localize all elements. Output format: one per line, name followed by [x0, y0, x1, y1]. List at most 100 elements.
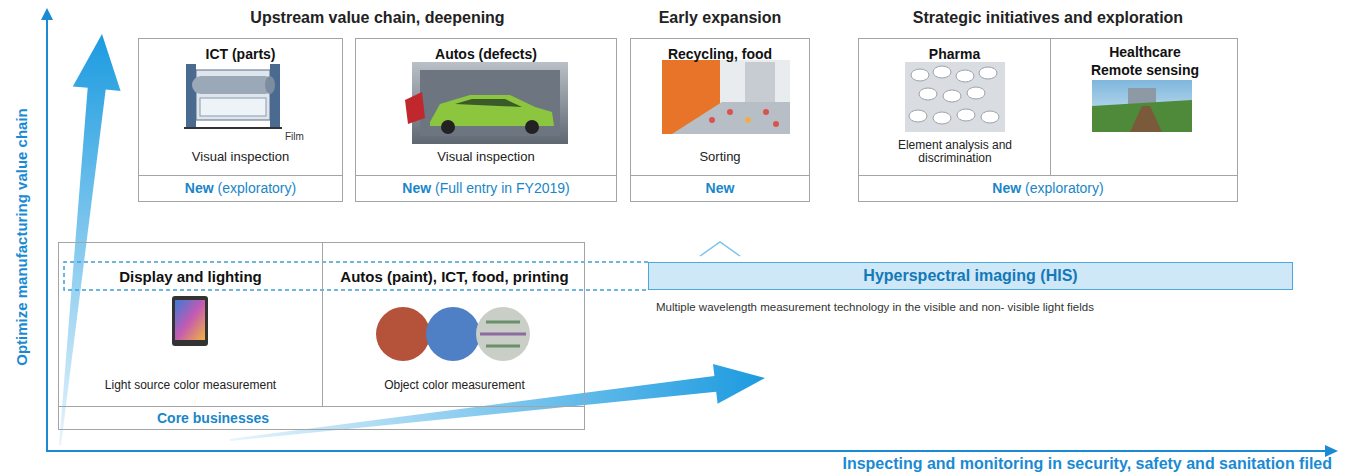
item	[745, 117, 751, 123]
status-tag: New	[706, 180, 735, 197]
booth	[412, 62, 568, 144]
path	[1130, 106, 1162, 132]
pill	[933, 66, 951, 78]
item	[763, 109, 769, 115]
pill	[979, 67, 997, 79]
box-title: ICT (parts)	[206, 46, 276, 63]
box-caption: Object color measurement	[384, 378, 525, 392]
box-caption: Element analysis and discrimination	[875, 139, 1035, 165]
film-machine	[184, 64, 282, 128]
car-booth	[405, 62, 568, 144]
item	[773, 121, 779, 127]
box-title: Healthcare	[1109, 44, 1181, 61]
section-heading: Early expansion	[630, 8, 810, 27]
box-title: Recycling, food	[668, 46, 772, 63]
machine-post	[270, 64, 280, 128]
pellet-sample	[426, 307, 480, 361]
section-heading: Upstream value chain, deepening	[138, 8, 617, 27]
pill	[943, 90, 961, 102]
print-stripe	[486, 345, 520, 348]
box-title: Pharma	[929, 46, 980, 63]
axis-label: Optimize manufacturing value chain	[13, 37, 31, 437]
color-samples	[376, 307, 530, 361]
application-box: New(exploratory) ICT (parts) FilmVisual in…	[138, 38, 343, 202]
box-title: Display and lighting	[119, 268, 262, 286]
film-roll	[192, 76, 274, 94]
pill	[956, 70, 974, 82]
field	[1092, 100, 1192, 132]
item	[709, 117, 715, 123]
print-stripe	[486, 321, 520, 324]
x-axis	[46, 450, 1326, 452]
box-caption: Visual inspection	[437, 149, 534, 165]
application-cell: HealthcareRemote sensing	[1051, 39, 1239, 175]
box-caption: Sorting	[699, 149, 740, 165]
pill	[909, 110, 927, 122]
machine-post	[186, 64, 196, 128]
footer-strip: New(Full entry in FY2019)	[356, 175, 616, 201]
sorter-head	[745, 62, 775, 102]
caret-mark	[700, 242, 740, 256]
status-tag: New	[185, 180, 214, 197]
conveyor	[672, 102, 790, 134]
box-caption: Visual inspection	[192, 149, 289, 165]
box-title: Remote sensing	[1091, 62, 1199, 79]
tablet	[172, 296, 208, 346]
car-wheel	[525, 120, 539, 134]
box-title: Autos (paint), ICT, food, printing	[340, 268, 568, 286]
footer-strip: New(exploratory)	[139, 175, 342, 201]
car-window	[455, 99, 522, 107]
pill	[981, 111, 999, 123]
pill	[919, 88, 937, 100]
status-tag: New	[402, 180, 431, 197]
footer-strip: New(exploratory)	[859, 175, 1237, 201]
y-axis	[46, 19, 48, 452]
application-group-box: New(exploratory)PharmaElement analysis a…	[858, 38, 1238, 202]
y-axis-head	[41, 8, 53, 20]
pill	[911, 69, 929, 81]
paint-sample	[376, 307, 430, 361]
box-title: Autos (defects)	[435, 46, 537, 63]
band-caption: Multiple wavelength measurement technolo…	[656, 301, 1094, 315]
footer-strip: Core businesses	[59, 406, 584, 429]
print-sample	[476, 307, 530, 361]
field-scene	[1092, 80, 1192, 132]
sorting-line	[662, 60, 790, 134]
display-device	[172, 296, 208, 346]
application-box: New(Full entry in FY2019) Autos (defects)…	[355, 38, 617, 202]
core-business-box: Core businesses Display and lightingLight…	[58, 242, 585, 430]
footer-strip: New	[631, 175, 809, 201]
pill	[957, 109, 975, 121]
status-note: (Full entry in FY2019)	[435, 180, 570, 197]
status-note: (exploratory)	[1025, 180, 1104, 197]
business-cell: Display and lightingLight source color m…	[59, 243, 323, 406]
group-label: Core businesses	[157, 410, 269, 427]
pill	[967, 87, 985, 99]
pill	[933, 112, 951, 124]
car-part	[405, 92, 425, 124]
image-caption: Film	[285, 131, 304, 143]
machine-base	[184, 127, 282, 129]
business-cell: Autos (paint), ICT, food, printingObject…	[323, 243, 586, 406]
application-box: New Recycling, foodSorting	[630, 38, 810, 202]
tablet-screen	[175, 300, 205, 340]
roll-end	[265, 76, 275, 94]
status-note: (exploratory)	[218, 180, 297, 197]
booth-inner	[420, 70, 560, 136]
axis-label: Inspecting and monitoring in security, s…	[842, 454, 1332, 473]
item	[727, 109, 733, 115]
pills	[905, 62, 1005, 132]
technology-band: Hyperspectral imaging (HIS)Multiple wave…	[648, 262, 1293, 290]
application-cell: PharmaElement analysis and discriminatio…	[859, 39, 1051, 175]
band-title: Hyperspectral imaging (HIS)	[863, 266, 1077, 285]
sky	[1092, 80, 1192, 132]
section-heading: Strategic initiatives and exploration	[858, 8, 1238, 27]
pill-tray	[905, 62, 1005, 132]
car-wheel	[441, 120, 455, 134]
print-stripe	[480, 333, 526, 336]
box-caption: Light source color measurement	[105, 378, 276, 392]
film-sheet	[200, 98, 266, 116]
status-tag: New	[992, 180, 1021, 197]
dashed-band	[64, 262, 648, 290]
